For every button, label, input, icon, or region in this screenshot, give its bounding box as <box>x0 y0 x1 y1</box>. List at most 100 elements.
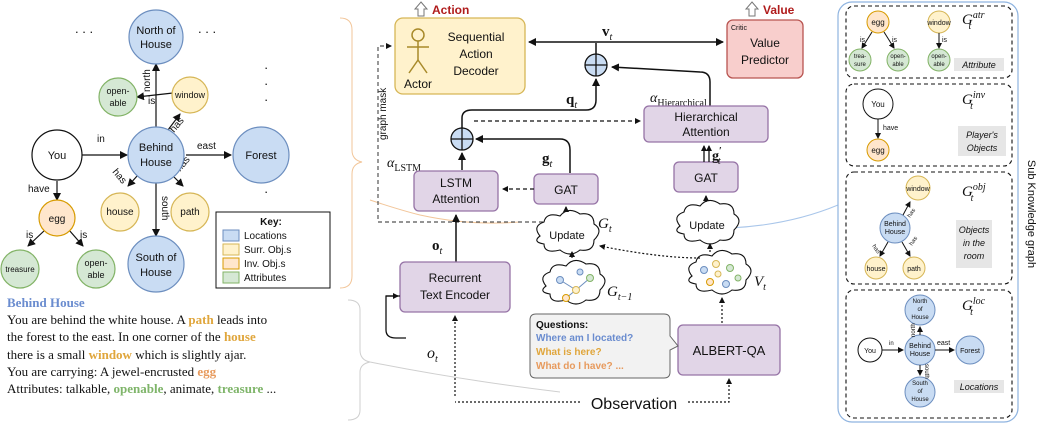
svg-text:of: of <box>917 389 922 395</box>
svg-text:You: You <box>871 100 885 109</box>
edge-label-south: south <box>159 196 170 220</box>
svg-text:egg: egg <box>49 214 66 225</box>
caption-objects-1: Objects <box>959 225 990 235</box>
subkg-link <box>729 204 839 229</box>
text-encoder-box <box>399 261 511 313</box>
kg-ellipsis-v2: · <box>264 76 268 91</box>
svg-text:sure: sure <box>854 62 866 68</box>
svg-text:east: east <box>937 340 950 347</box>
svg-text:Update: Update <box>549 230 584 242</box>
svg-text:House: House <box>140 267 172 279</box>
svg-text:is: is <box>942 37 948 44</box>
edge-window-openable <box>136 92 174 101</box>
kg-ellipsis-right: . . . <box>198 21 216 36</box>
obs-title: Behind House <box>7 295 85 310</box>
svg-text:path: path <box>180 207 199 218</box>
svg-text:South of: South of <box>136 252 178 264</box>
legend-item-locations: Locations <box>244 231 287 242</box>
kg-ellipsis-v1: · <box>264 60 268 75</box>
lstm-attention-box <box>413 170 499 212</box>
graph-mask-path <box>377 43 550 223</box>
update-cloud-left: Update <box>536 209 600 255</box>
edge-label-north: north <box>142 69 153 92</box>
kg-ellipsis-v4: · <box>264 184 268 199</box>
svg-text:South: South <box>912 381 928 387</box>
arrow-gt-to-combine <box>475 135 571 173</box>
decoder-line3: Decoder <box>453 64 498 78</box>
svg-text:window: window <box>926 20 951 27</box>
critic-label: Critic <box>731 25 747 32</box>
albert-qa-label: ALBERT-QA <box>693 343 766 358</box>
svg-text:North of: North of <box>136 25 176 37</box>
svg-text:able: able <box>109 98 126 108</box>
actor-decoder-box <box>394 17 526 95</box>
questions-bubble: Questions: Where am I located? What is h… <box>529 313 679 379</box>
graph-prev-cloud <box>542 259 606 305</box>
decoder-line2: Action <box>459 47 492 61</box>
svg-text:have: have <box>883 125 898 132</box>
ot-bold-label: ot <box>432 238 443 257</box>
svg-text:open-: open- <box>890 54 905 60</box>
edge-label-is-openable: is <box>80 230 87 241</box>
encoder-loop <box>385 295 406 339</box>
ot-plain-label: ot <box>427 345 438 365</box>
question-3: What do I have? ... <box>536 361 624 372</box>
svg-text:able: able <box>87 270 104 280</box>
legend-item-inv: Inv. Obj.s <box>244 259 286 270</box>
arrow-obs-to-albert <box>688 378 732 403</box>
decoder-line1: Sequential <box>448 30 505 44</box>
caption-objects-2: in the <box>963 238 985 248</box>
model-architecture: Action Actor Sequential Action Decoder V… <box>377 1 804 413</box>
svg-text:You: You <box>864 348 876 355</box>
svg-text:House: House <box>910 351 930 358</box>
svg-text:is: is <box>860 37 866 44</box>
brace-link-orange <box>369 199 521 224</box>
caption-locations: Locations <box>960 382 999 392</box>
svg-text:open-: open- <box>106 86 129 96</box>
observation-text: Behind House You are behind the white ho… <box>7 294 347 397</box>
arrow-hier-to-combine <box>611 63 711 106</box>
brace-obs <box>347 299 371 421</box>
arrow-qt <box>461 78 600 128</box>
obs-line-4: You are carrying: A jewel-encrusted egg <box>7 363 217 379</box>
value-predictor-box <box>726 19 804 79</box>
svg-text:House: House <box>140 157 172 169</box>
alpha-hier-label: αHierarchical <box>650 91 707 109</box>
caption-inventory-2: Objects <box>967 143 998 153</box>
edge-label-have: have <box>28 184 50 195</box>
panel-objects: window Behind House has has has house pa… <box>845 171 1013 285</box>
edge-label-is-window: is <box>148 96 155 107</box>
question-2: What is here? <box>536 347 602 358</box>
combine-lower-icon <box>450 127 474 151</box>
node-openable-bottom: open- able <box>76 249 116 289</box>
observation-label: Observation <box>591 396 677 413</box>
svg-text:Behind: Behind <box>909 343 931 350</box>
edge-behind-house <box>127 174 139 187</box>
node-openable-top: open- able <box>98 77 138 117</box>
question-1: Where am I located? <box>536 333 633 344</box>
svg-text:of: of <box>917 307 922 313</box>
actor-label: Actor <box>404 77 432 91</box>
svg-text:able: able <box>933 62 945 68</box>
svg-text:You: You <box>48 150 67 162</box>
svg-text:in: in <box>889 341 894 347</box>
brace-link-grey <box>369 361 561 393</box>
svg-text:north: north <box>911 323 917 337</box>
node-forest: Forest <box>232 126 290 184</box>
svg-text:has: has <box>907 208 917 219</box>
svg-text:Behind: Behind <box>884 221 906 228</box>
node-north-of-house: North of House <box>128 9 184 65</box>
gat-right-box <box>673 161 739 193</box>
svg-text:is: is <box>892 37 898 44</box>
kg-ellipsis-v3: · <box>264 92 268 107</box>
svg-text:House: House <box>911 315 929 321</box>
svg-text:egg: egg <box>871 146 884 155</box>
svg-text:Forest: Forest <box>960 348 980 355</box>
vt-cloud <box>688 249 752 295</box>
action-label: Action <box>432 3 469 17</box>
Gt1-label: Gt−1 <box>607 284 632 303</box>
